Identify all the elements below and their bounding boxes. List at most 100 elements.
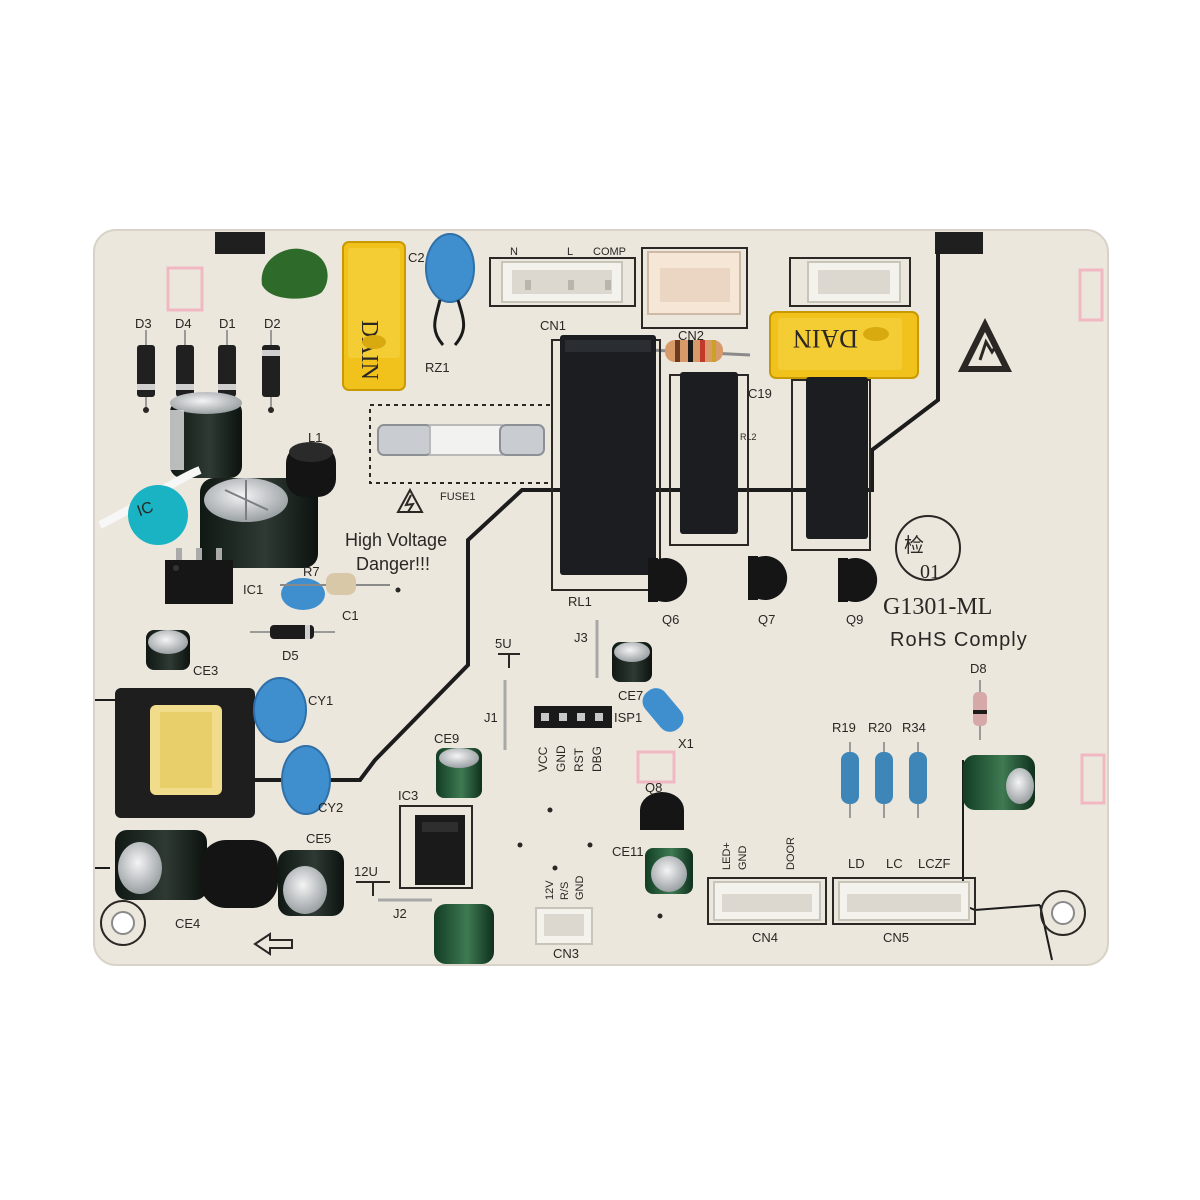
cap-brand-label: DAIN — [356, 320, 382, 380]
isp-header — [534, 706, 612, 728]
electrolytic-cap-large-1 — [170, 392, 242, 478]
qc-stamp-number: 01 — [920, 561, 940, 583]
mounting-hole — [1040, 890, 1086, 936]
ce5-label: CE5 — [306, 831, 331, 846]
d3-label: D3 — [135, 316, 152, 331]
connector-cn2 — [641, 247, 748, 329]
board-tab — [215, 232, 265, 254]
resistor-r7 — [280, 573, 390, 595]
5v-label: 5U — [495, 636, 512, 651]
isp-pin-rst: RST — [572, 747, 586, 772]
q7-label: Q7 — [758, 612, 775, 627]
cn1-pin-n: N — [510, 246, 518, 258]
electrolytic-cap-ce4 — [115, 830, 207, 900]
r34-label: R34 — [902, 720, 926, 735]
transistor-q8 — [640, 792, 684, 830]
inductor-bottom — [200, 840, 278, 908]
board-tab — [935, 232, 983, 254]
resistor-r19 — [841, 742, 859, 818]
d1-label: D1 — [219, 316, 236, 331]
cn5-pin-lc: LC — [886, 856, 903, 871]
q6-label: Q6 — [662, 612, 679, 627]
j2-label: J2 — [393, 906, 407, 921]
electrolytic-cap-ce11 — [645, 848, 693, 894]
pink-mark — [636, 750, 676, 784]
transistor-q6 — [648, 558, 688, 602]
relay-rl1 — [551, 335, 661, 591]
ce9-label: CE9 — [434, 731, 459, 746]
relay-rl2 — [669, 372, 749, 546]
isolation-trace — [255, 250, 940, 782]
esd-warning-icon — [958, 318, 1012, 372]
regulator-ic3 — [399, 805, 473, 889]
resistor-r20 — [875, 742, 893, 818]
qc-stamp-char: 检 — [904, 534, 924, 557]
cn4-pin-door: DOOR — [785, 837, 797, 870]
high-voltage-icon — [396, 487, 424, 513]
ntc-thermistor — [261, 248, 328, 299]
cn1-pin-l: L — [567, 246, 573, 258]
cn4-pin-gnd: GND — [737, 846, 749, 871]
y-capacitor-cy2 — [281, 745, 331, 815]
warning-line-2: Danger!!! — [356, 554, 430, 574]
relay-rl3 — [791, 377, 871, 551]
inductor-l1 — [286, 442, 336, 497]
resistor-r34 — [909, 742, 927, 818]
transistor-q7 — [748, 556, 788, 600]
model-code: G1301-ML — [883, 594, 992, 620]
j3-label: J3 — [574, 630, 588, 645]
rl1-label: RL1 — [568, 594, 592, 609]
connector-cn1 — [489, 257, 636, 307]
cn4-pin-led: LED+ — [721, 842, 733, 870]
connector-right — [789, 257, 911, 307]
r19-label: R19 — [832, 720, 856, 735]
electrolytic-cap-ce5 — [278, 850, 344, 916]
ic1-label: IC1 — [243, 582, 263, 597]
qc-sticker: IC — [128, 485, 188, 545]
cy1-label: CY1 — [308, 693, 333, 708]
rl2-label: RL2 — [740, 432, 757, 442]
ic1-chip — [165, 548, 233, 604]
cap-brand-label: DAIN — [793, 324, 858, 353]
svg-text:IC: IC — [135, 499, 156, 520]
cn3-pin-12v: 12V — [544, 880, 556, 900]
pink-mark — [1078, 268, 1104, 322]
isp-pin-dbg: DBG — [590, 746, 604, 772]
c19-label: C19 — [748, 386, 772, 401]
rz1-label: RZ1 — [425, 360, 450, 375]
electrolytic-cap-ce3 — [146, 630, 190, 670]
ceramic-cap-c1 — [281, 578, 325, 610]
d8-label: D8 — [970, 661, 987, 676]
rohs-text: RoHS Comply — [890, 629, 1028, 651]
electrolytic-cap-ce9 — [436, 748, 482, 798]
connector-cn5 — [832, 877, 976, 925]
isp-pin-vcc: VCC — [536, 746, 550, 772]
warning-line-1: High Voltage — [345, 530, 447, 550]
x1-label: X1 — [678, 736, 694, 751]
cn1-pin-comp: COMP — [593, 246, 626, 258]
cy2-label: CY2 — [318, 800, 343, 815]
resistor-axial — [649, 340, 751, 362]
d4-label: D4 — [175, 316, 192, 331]
cn1-label: CN1 — [540, 318, 566, 333]
jumper-5v-mark — [498, 653, 520, 668]
crystal-x1 — [642, 688, 684, 732]
left-trace — [95, 699, 118, 869]
solder-points — [143, 407, 663, 919]
d2-label: D2 — [264, 316, 281, 331]
cn4-label: CN4 — [752, 930, 778, 945]
arrow-marking — [253, 932, 293, 956]
cn5-label: CN5 — [883, 930, 909, 945]
q8-label: Q8 — [645, 780, 662, 795]
qc-stamp: 检 01 — [895, 515, 961, 583]
varistor-rz1 — [425, 233, 475, 346]
isp-pin-gnd: GND — [554, 745, 568, 772]
electrolytic-cap-ce7 — [612, 642, 652, 682]
d5-label: D5 — [282, 648, 299, 663]
cn5-pin-ld: LD — [848, 856, 865, 871]
transistor-q9 — [838, 558, 878, 602]
connector-cn3 — [535, 907, 593, 945]
cn2-label: CN2 — [678, 328, 704, 343]
jumper-j2-mark — [356, 881, 390, 896]
